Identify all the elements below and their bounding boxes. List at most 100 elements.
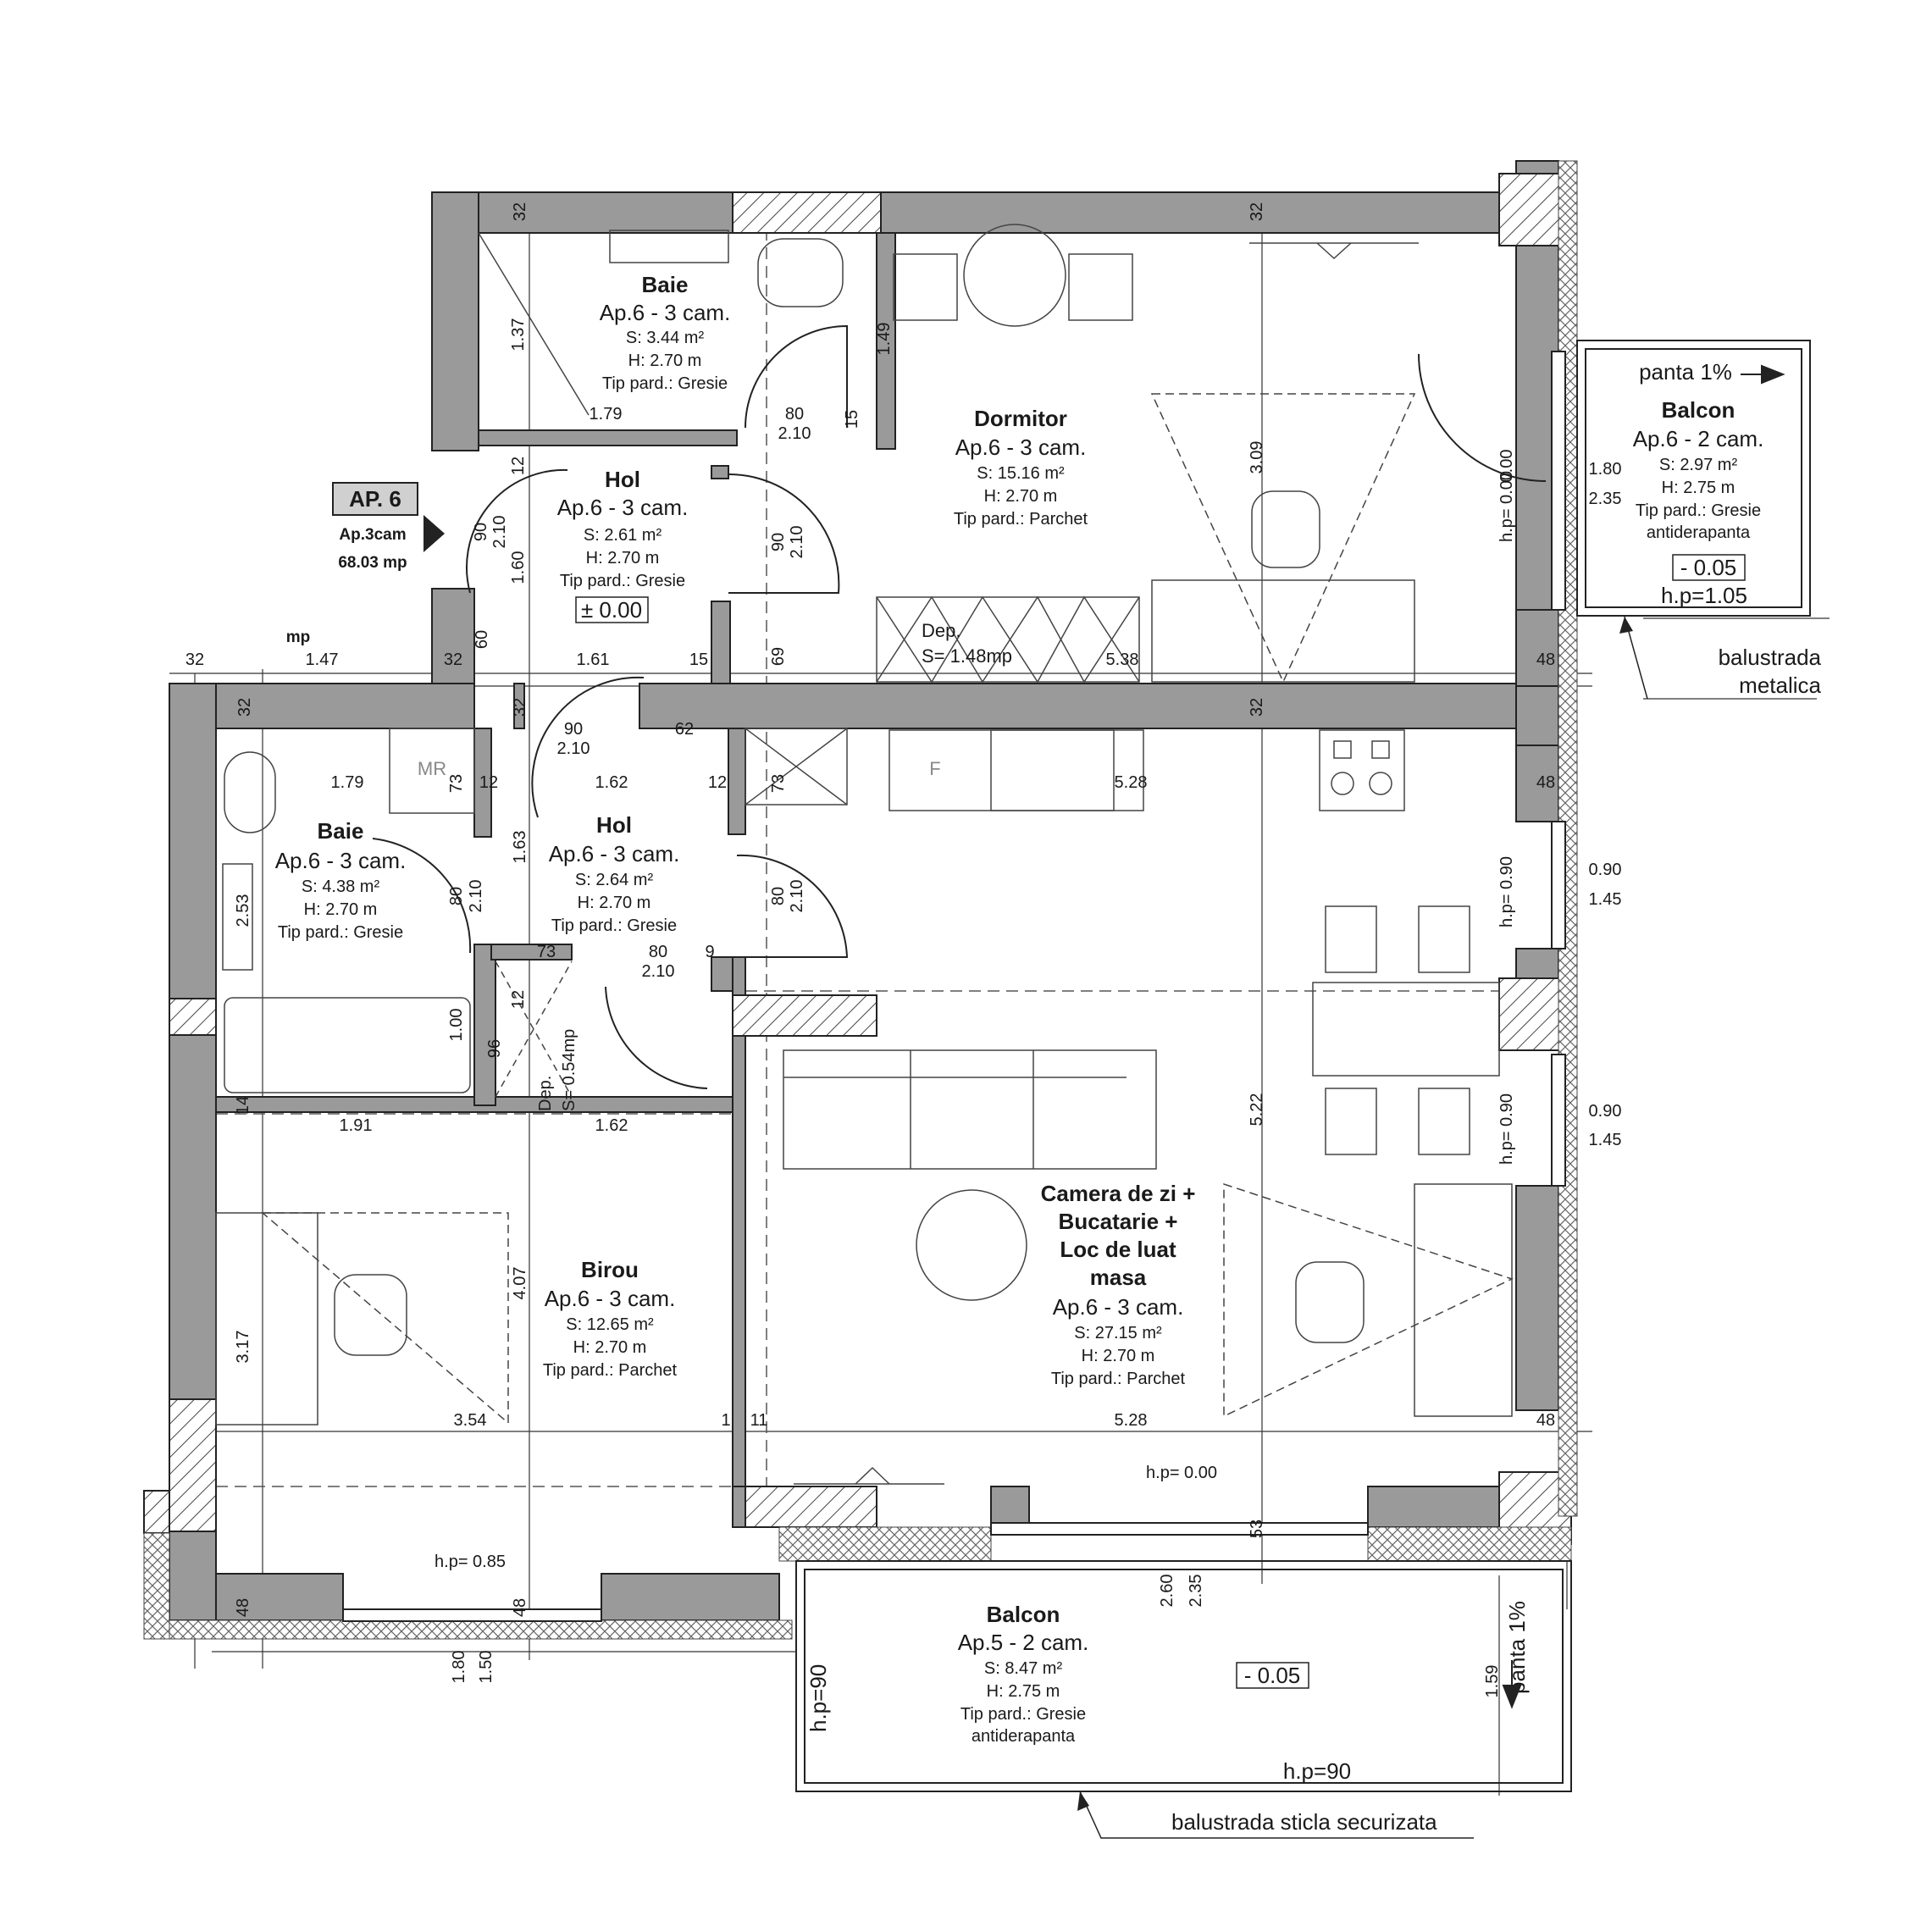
room-level: - 0.05 bbox=[1680, 555, 1737, 580]
dimension: 2.10 bbox=[788, 526, 806, 559]
dimension: 1.79 bbox=[331, 773, 364, 792]
dimension: 73 bbox=[447, 774, 466, 793]
dimension: 80 bbox=[769, 887, 788, 905]
notes: balustrada metalica balustrada sticla se… bbox=[418, 471, 1822, 1839]
dimension: 90 bbox=[769, 533, 788, 551]
room-height: H: 2.75 m bbox=[1662, 479, 1735, 497]
apartment-title: AP. 6 bbox=[349, 486, 401, 512]
room-area: S: 4.38 m² bbox=[302, 877, 380, 896]
room-name: Hol bbox=[605, 467, 640, 492]
dimension: 48 bbox=[1536, 773, 1555, 792]
balcony-slope: panta 1% bbox=[1504, 1601, 1530, 1694]
apartment-area: 68.03 mp bbox=[338, 554, 407, 572]
room-baie-top: Baie Ap.6 - 3 cam. S: 3.44 m² H: 2.70 m … bbox=[600, 272, 731, 393]
room-apartment: Ap.6 - 3 cam. bbox=[600, 300, 731, 325]
dimension: 2.10 bbox=[467, 880, 485, 913]
room-apartment: Ap.6 - 3 cam. bbox=[549, 841, 680, 866]
room-floor: Tip pard.: Parchet bbox=[543, 1361, 678, 1380]
note-hp-f: h.p=90 bbox=[805, 1664, 831, 1732]
room-apartment: Ap.6 - 3 cam. bbox=[545, 1286, 676, 1311]
room-floor2: antiderapanta bbox=[1647, 523, 1751, 542]
room-height: H: 2.70 m bbox=[573, 1338, 647, 1357]
dimension: 62 bbox=[675, 720, 694, 739]
room-height: H: 2.70 m bbox=[304, 900, 378, 919]
room-dormitor: Dormitor Ap.6 - 3 cam. S: 15.16 m² H: 2.… bbox=[954, 406, 1088, 529]
dimension: 32 bbox=[511, 698, 529, 717]
dimension: 69 bbox=[769, 647, 788, 666]
room-living: Camera de zi + Bucatarie + Loc de luat m… bbox=[1041, 1181, 1196, 1388]
room-height: H: 2.70 m bbox=[586, 549, 660, 567]
dimension: 5.28 bbox=[1115, 773, 1148, 792]
room-birou: Birou Ap.6 - 3 cam. S: 12.65 m² H: 2.70 … bbox=[543, 1257, 678, 1380]
dimension: 3.54 bbox=[454, 1411, 487, 1430]
dimension: 96 bbox=[485, 1039, 504, 1058]
dimension: 2.35 bbox=[1589, 490, 1622, 508]
dimension: 1.62 bbox=[595, 1116, 628, 1135]
room-floor: Tip pard.: Parchet bbox=[954, 510, 1088, 529]
dimension: 5.22 bbox=[1248, 1093, 1266, 1127]
dimension: 0.90 bbox=[1589, 1102, 1622, 1121]
dimension: 1.60 bbox=[509, 551, 528, 584]
dimension: 90 bbox=[472, 523, 490, 541]
room-hol-top: Hol Ap.6 - 3 cam. S: 2.61 m² H: 2.70 m T… bbox=[557, 467, 688, 623]
dimension: 32 bbox=[1248, 202, 1266, 221]
room-floor: Tip pard.: Parchet bbox=[1051, 1370, 1186, 1388]
room-name: Hol bbox=[596, 812, 632, 838]
dimension: 32 bbox=[235, 698, 254, 717]
level-box bbox=[1672, 554, 1746, 581]
room-apartment: Ap.6 - 3 cam. bbox=[955, 435, 1087, 460]
dimension: 1.80 bbox=[450, 1651, 468, 1684]
dashed-lines bbox=[216, 229, 1525, 1491]
note-f: F bbox=[929, 758, 940, 779]
dimension: 80 bbox=[785, 405, 804, 423]
room-name: Dep. bbox=[536, 1076, 555, 1111]
room-height: H: 2.70 m bbox=[1082, 1347, 1155, 1365]
dimension: 2.10 bbox=[788, 880, 806, 913]
dimension: 5.38 bbox=[1106, 650, 1139, 669]
room-level: ± 0.00 bbox=[581, 597, 642, 623]
dimension: 15 bbox=[843, 410, 861, 429]
room-area: S: 27.15 m² bbox=[1074, 1324, 1162, 1342]
room-name: Balcon bbox=[1662, 397, 1735, 423]
dimension: 1.49 bbox=[875, 323, 894, 356]
room-name: Birou bbox=[581, 1257, 639, 1282]
room-height: H: 2.75 m bbox=[987, 1682, 1060, 1701]
room-balcon-right: panta 1% Balcon Ap.6 - 2 cam. S: 2.97 m²… bbox=[1633, 359, 1785, 608]
note-hp-a: h.p= 0.00 bbox=[1497, 471, 1516, 542]
balconies bbox=[795, 340, 1811, 1792]
room-floor: Tip pard.: Gresie bbox=[960, 1705, 1086, 1724]
note-hp-g: h.p=90 bbox=[1283, 1758, 1351, 1784]
room-name-line4: masa bbox=[1090, 1265, 1147, 1290]
apartment-tag: AP. 6 Ap.3cam 68.03 mp mp bbox=[286, 482, 445, 646]
room-floor2: antiderapanta bbox=[972, 1727, 1076, 1746]
dimension: 1.63 bbox=[511, 831, 529, 864]
room-area: S: 8.47 m² bbox=[984, 1659, 1063, 1678]
room-floor: Tip pard.: Gresie bbox=[1636, 501, 1761, 520]
dimension: 53 bbox=[1248, 1520, 1266, 1538]
note-hp-b: h.p= 0.90 bbox=[1497, 856, 1516, 927]
apartment-subtitle: Ap.3cam bbox=[339, 526, 406, 544]
room-baie-mid: Baie Ap.6 - 3 cam. S: 4.38 m² H: 2.70 m … bbox=[275, 818, 407, 942]
dimension: 48 bbox=[1536, 650, 1555, 669]
room-name: Dep. bbox=[922, 620, 960, 641]
room-apartment: Ap.6 - 2 cam. bbox=[1633, 426, 1764, 451]
room-hol-mid: Hol Ap.6 - 3 cam. S: 2.64 m² H: 2.70 m T… bbox=[549, 812, 680, 935]
windows bbox=[342, 351, 1566, 1622]
dimension: 1.45 bbox=[1589, 1131, 1622, 1149]
room-floor: Tip pard.: Gresie bbox=[560, 572, 685, 590]
dimension: 90 bbox=[564, 720, 583, 739]
dimension: 0.00 bbox=[1497, 450, 1516, 483]
note-balustrada-2: metalica bbox=[1739, 673, 1821, 698]
room-name-line3: Loc de luat bbox=[1060, 1237, 1176, 1262]
dimension: 48 bbox=[511, 1598, 529, 1617]
dimension: 14 bbox=[234, 1096, 252, 1115]
dimension: 2.53 bbox=[234, 894, 252, 927]
room-floor: Tip pard.: Gresie bbox=[551, 916, 677, 935]
dimension: 73 bbox=[769, 774, 788, 793]
room-apartment: Ap.5 - 2 cam. bbox=[958, 1630, 1089, 1655]
dimension: 2.60 bbox=[1158, 1575, 1176, 1608]
dimension: 60 bbox=[473, 630, 491, 649]
pointer-arrow-icon bbox=[1077, 1791, 1089, 1811]
room-area: S: 12.65 m² bbox=[566, 1315, 654, 1334]
room-height: H: 2.70 m bbox=[628, 352, 702, 370]
